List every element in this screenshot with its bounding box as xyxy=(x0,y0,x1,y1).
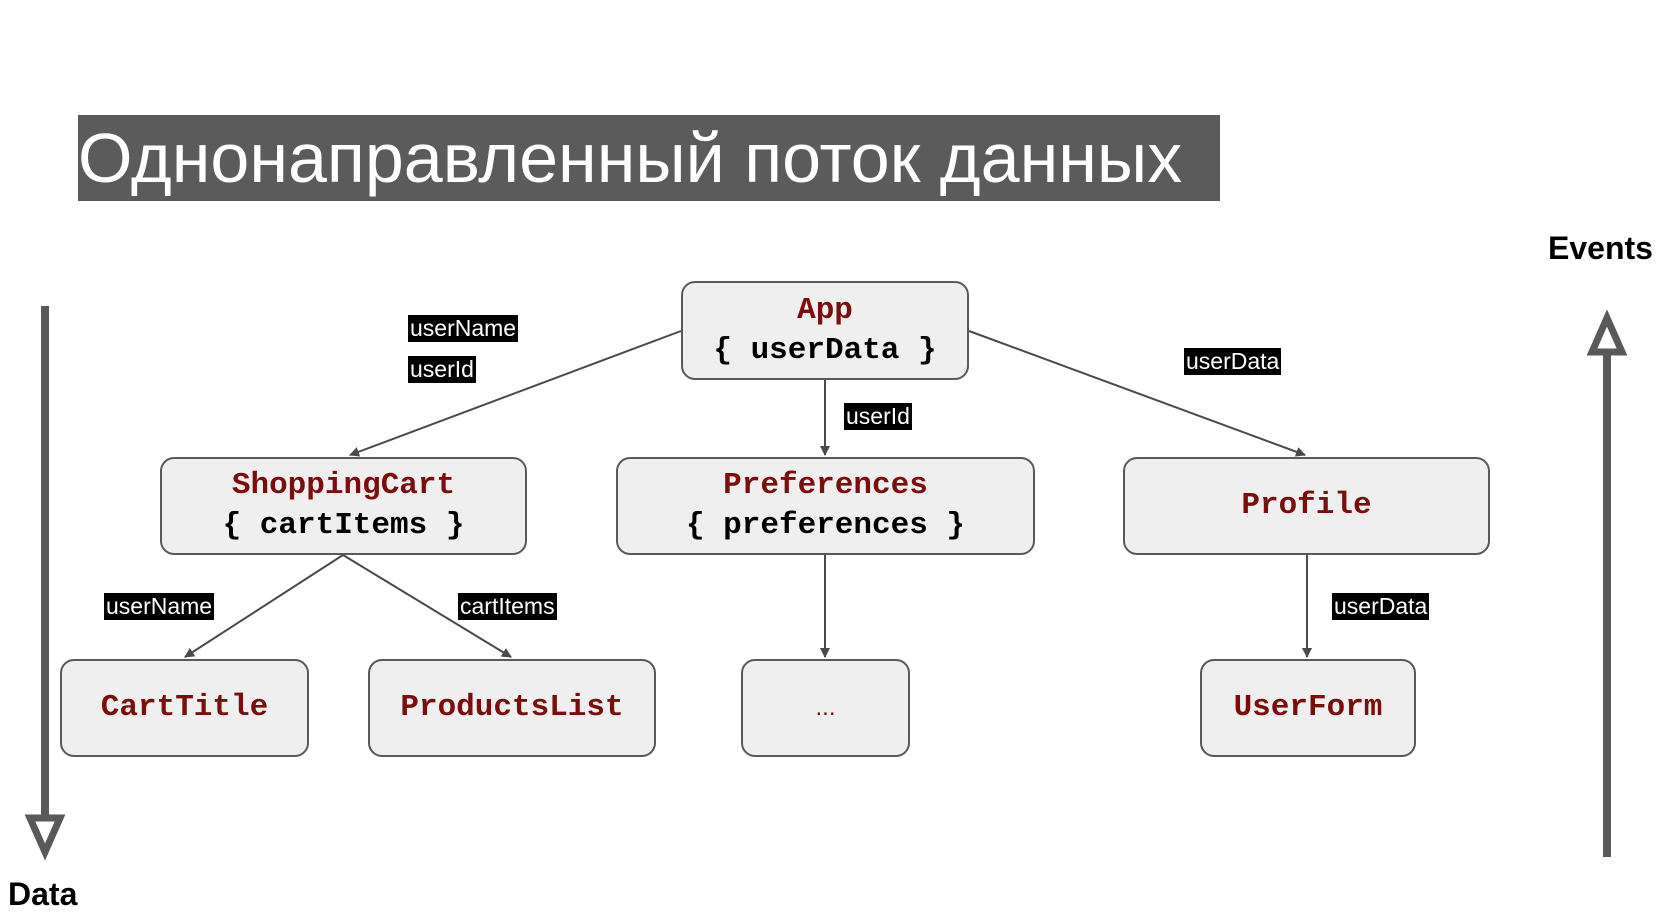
node-profile-name: Profile xyxy=(1241,488,1372,523)
node-preferences: Preferences { preferences } xyxy=(616,457,1035,555)
data-label: Data xyxy=(8,876,78,912)
node-userform-name: UserForm xyxy=(1233,690,1383,725)
node-shoppingcart-name: ShoppingCart xyxy=(231,468,456,503)
events-flow-arrow-head xyxy=(1586,309,1628,356)
node-ellipsis: ... xyxy=(741,659,910,757)
node-carttitle: CartTitle xyxy=(60,659,309,757)
node-profile: Profile xyxy=(1123,457,1490,555)
edge-shoppingcart-productslist xyxy=(342,554,512,658)
data-flow-arrow-head xyxy=(24,814,66,861)
node-preferences-state: { preferences } xyxy=(685,508,966,543)
edge-app-shoppingcart xyxy=(349,330,682,457)
edge-label-cart-title-username: userName xyxy=(104,593,215,620)
node-productslist-name: ProductsList xyxy=(400,690,624,725)
node-carttitle-name: CartTitle xyxy=(100,690,269,725)
node-shoppingcart-state: { cartItems } xyxy=(222,508,465,543)
node-app: App { userData } xyxy=(681,281,969,380)
node-preferences-name: Preferences xyxy=(723,468,928,503)
node-shoppingcart: ShoppingCart { cartItems } xyxy=(160,457,527,555)
edge-label-app-preferences-userid: userId xyxy=(844,403,912,430)
edge-label-cart-products-cartitems: cartItems xyxy=(458,593,557,620)
edge-shoppingcart-carttitle xyxy=(184,554,344,658)
node-app-state: { userData } xyxy=(713,332,937,368)
edge-label-app-cart-username: userName xyxy=(408,315,519,342)
node-ellipsis-name: ... xyxy=(815,694,836,721)
node-app-name: App xyxy=(797,292,853,328)
edge-app-profile xyxy=(968,330,1306,457)
edge-label-app-cart-userid: userId xyxy=(408,356,476,383)
edge-label-app-profile-userdata: userData xyxy=(1184,348,1282,375)
page-title: Однонаправленный поток данных xyxy=(78,115,1220,201)
events-label: Events xyxy=(1548,230,1653,266)
node-productslist: ProductsList xyxy=(368,659,656,757)
edge-label-profile-form-userdata: userData xyxy=(1332,593,1430,620)
node-userform: UserForm xyxy=(1200,659,1416,757)
